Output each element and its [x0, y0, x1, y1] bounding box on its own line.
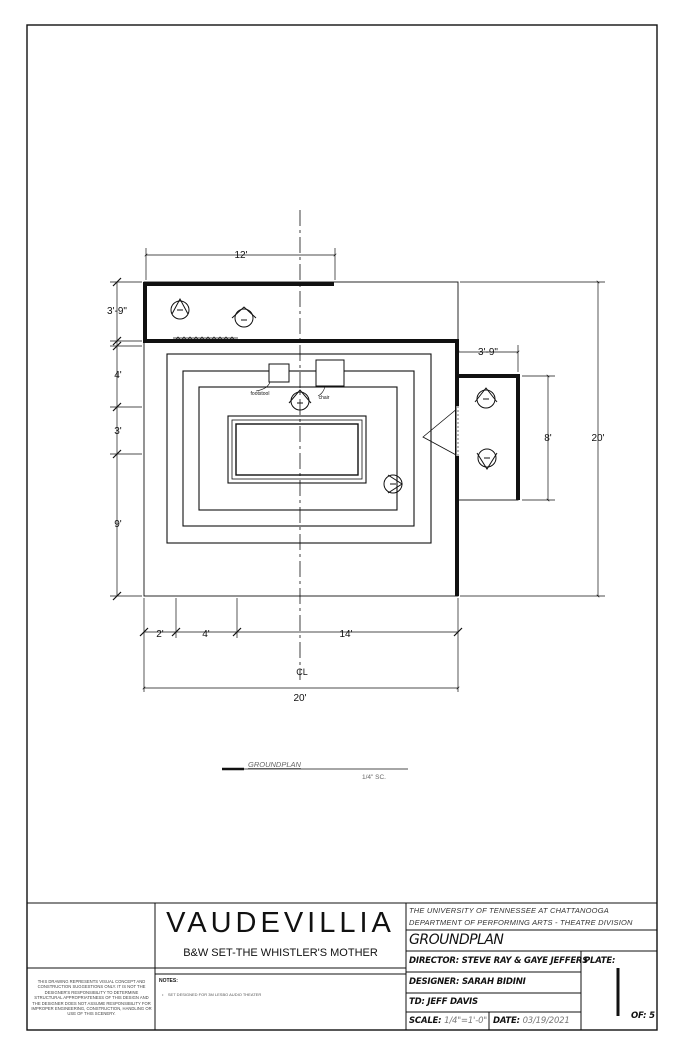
scale-label: SCALE: [409, 1016, 442, 1026]
dim-bottom-14: 14' [339, 629, 352, 640]
date-label: DATE: [493, 1016, 520, 1026]
notes-bullet: • [162, 992, 168, 997]
platform-outer [166, 353, 432, 544]
dim-overall-width: 20' [293, 693, 306, 704]
sheet-border [26, 24, 658, 1031]
institution-line-1: THE UNIVERSITY OF TENNESSEE AT CHATTANOO… [409, 906, 609, 915]
notes-disclaimer: THIS DRAWING REPRESENTS VISUAL CONCEPT A… [31, 979, 152, 1017]
position-markers [170, 297, 498, 494]
ground-plan [110, 210, 605, 771]
centerline-label: CL [296, 667, 308, 677]
institution-line-2: DEPARTMENT OF PERFORMING ARTS - THEATRE … [409, 918, 633, 927]
dim-row-4: 4' [114, 370, 122, 381]
footstool-label: footstool [251, 391, 270, 397]
title-block-frame [27, 902, 657, 1030]
chair-label: chair [319, 395, 330, 401]
dimension-lines [110, 248, 605, 692]
wing-room [457, 375, 519, 501]
dim-bottom-2: 2' [156, 629, 164, 640]
dim-bottom-4: 4' [202, 629, 210, 640]
main-wall [143, 282, 459, 596]
dim-right-offset: 3'-9" [478, 347, 498, 358]
scale-value: 1/4"=1'-0" [444, 1016, 487, 1026]
view-scale: 1/4" SC. [362, 774, 386, 781]
footstool [268, 363, 290, 383]
upstage-hatch [173, 336, 238, 342]
stage-outline [143, 281, 459, 597]
of-label: OF: 5 [631, 1011, 655, 1021]
designer: DESIGNER: SARAH BIDINI [409, 977, 526, 987]
platform-middle [182, 370, 415, 527]
chair [315, 359, 345, 387]
dim-top-width: 12' [234, 250, 247, 261]
dim-wing-depth: 8' [544, 433, 552, 444]
technical-director: TD: JEFF DAVIS [409, 997, 478, 1007]
view-title: GROUNDPLAN [248, 760, 302, 769]
platform-inner [198, 386, 398, 511]
date-value: 03/19/2021 [522, 1016, 570, 1026]
sheet-title: GROUNDPLAN [409, 932, 504, 948]
rug-frame [227, 415, 367, 484]
notes-label: NOTES: [159, 978, 178, 984]
show-subtitle: B&W SET-THE WHISTLER'S MOTHER [183, 947, 378, 959]
director: DIRECTOR: STEVE RAY & GAYE JEFFERS [409, 956, 589, 966]
dim-upstage-depth: 3'-9" [107, 306, 127, 317]
door-swing [422, 407, 459, 457]
show-title: VAUDEVILLIA [166, 907, 395, 939]
plate-number: 1 [619, 990, 620, 991]
dim-overall-depth: 20' [591, 433, 604, 444]
plate-label: PLATE: [584, 956, 616, 966]
dim-row-3: 3' [114, 426, 122, 437]
dim-row-9: 9' [114, 519, 122, 530]
wing-wall [458, 374, 520, 500]
notes-item: SET DESIGNED FOR 3M LESBO AUDIO THEATER [167, 992, 262, 997]
